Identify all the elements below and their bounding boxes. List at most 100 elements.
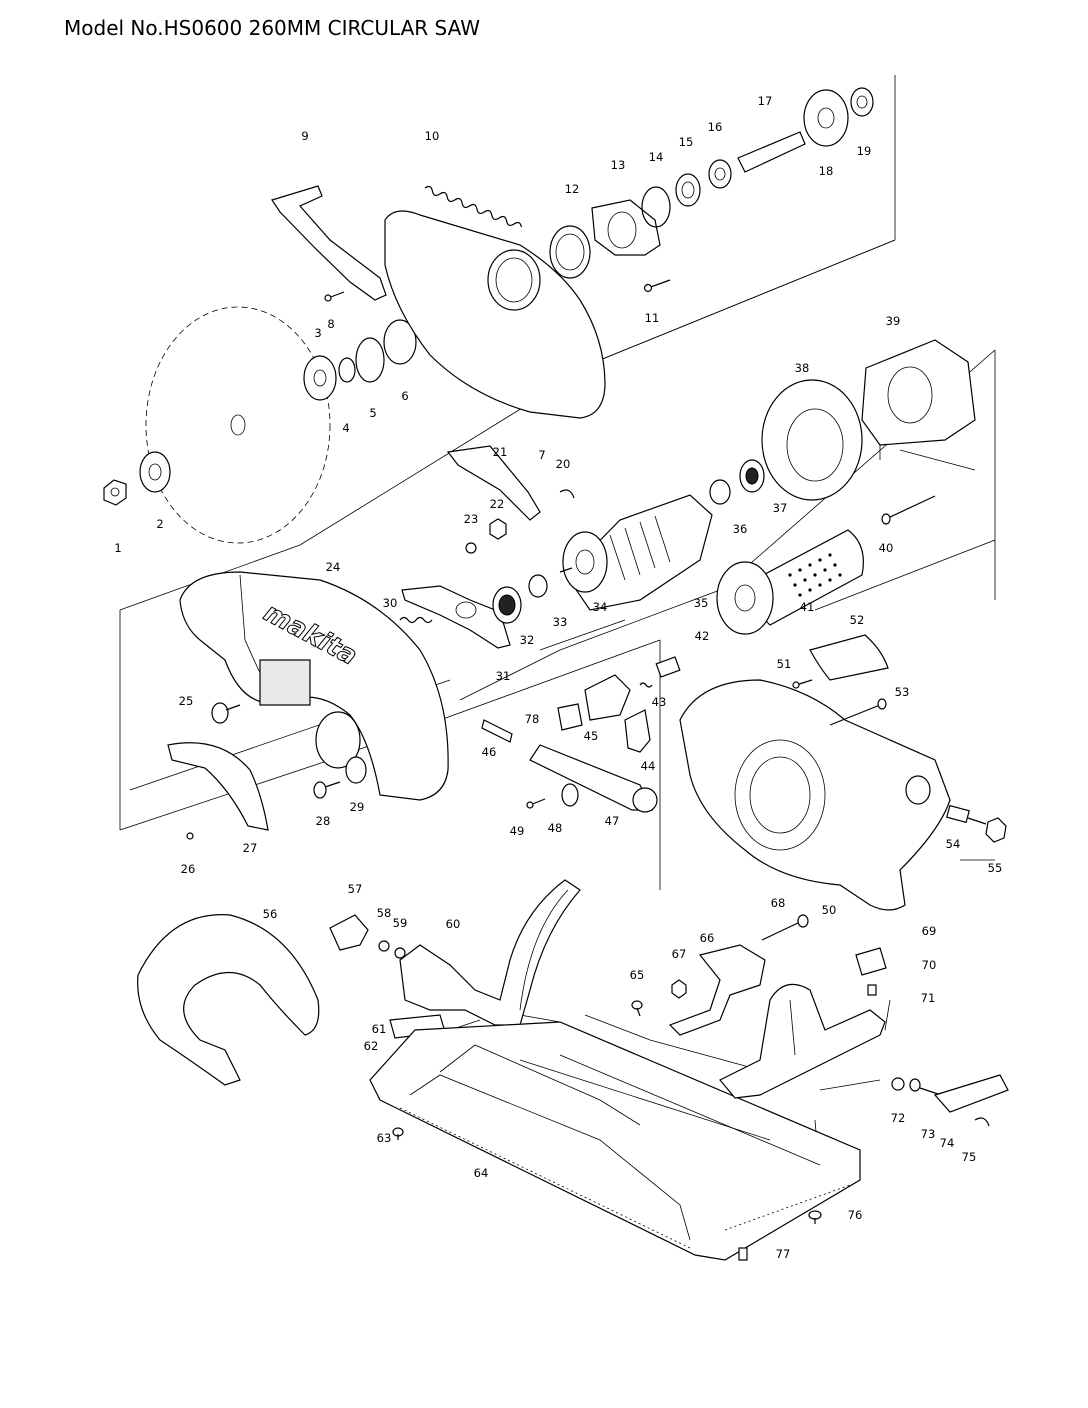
part-label-27: 27 bbox=[243, 841, 258, 855]
part-58-washer bbox=[378, 940, 390, 952]
part-26-screw bbox=[186, 832, 194, 840]
part-label-1: 1 bbox=[114, 541, 121, 555]
part-label-32: 32 bbox=[520, 633, 535, 647]
part-33-washer bbox=[528, 574, 548, 598]
part-label-23: 23 bbox=[464, 512, 479, 526]
part-43-spring bbox=[639, 682, 653, 688]
part-label-49: 49 bbox=[510, 824, 525, 838]
part-71-angle-bracket bbox=[719, 983, 886, 1099]
part-18-gear bbox=[803, 89, 849, 147]
part-70-spring bbox=[867, 984, 877, 996]
part-label-16: 16 bbox=[708, 120, 723, 134]
part-label-26: 26 bbox=[181, 862, 196, 876]
part-label-72: 72 bbox=[891, 1111, 906, 1125]
part-label-48: 48 bbox=[548, 821, 563, 835]
part-13-bearing-box bbox=[591, 199, 661, 256]
part-label-76: 76 bbox=[848, 1208, 863, 1222]
part-10-spring bbox=[424, 185, 523, 228]
part-label-15: 15 bbox=[679, 135, 694, 149]
part-54-brush-holder bbox=[946, 804, 987, 825]
part-23-washer bbox=[465, 542, 477, 554]
part-label-50: 50 bbox=[822, 903, 837, 917]
part-label-2: 2 bbox=[156, 517, 163, 531]
part-label-8: 8 bbox=[327, 317, 334, 331]
part-label-37: 37 bbox=[773, 501, 788, 515]
part-29-collar bbox=[345, 756, 367, 784]
part-label-36: 36 bbox=[733, 522, 748, 536]
part-label-3: 3 bbox=[314, 326, 321, 340]
part-label-56: 56 bbox=[263, 907, 278, 921]
part-label-58: 58 bbox=[377, 906, 392, 920]
part-label-21: 21 bbox=[493, 445, 508, 459]
part-label-64: 64 bbox=[474, 1166, 489, 1180]
part-label-62: 62 bbox=[364, 1039, 379, 1053]
part-label-67: 67 bbox=[672, 947, 687, 961]
part-50-gear-housing bbox=[679, 679, 951, 911]
part-64-base-plate bbox=[369, 1021, 861, 1261]
part-label-39: 39 bbox=[886, 314, 901, 328]
part-label-11: 11 bbox=[645, 311, 660, 325]
part-34-armature bbox=[559, 494, 713, 611]
part-label-78: 78 bbox=[525, 712, 540, 726]
part-78-holder bbox=[557, 703, 583, 731]
part-label-34: 34 bbox=[593, 600, 608, 614]
part-label-77: 77 bbox=[776, 1247, 791, 1261]
part-25-knob bbox=[211, 702, 241, 724]
part-56-rear-guard bbox=[137, 914, 320, 1086]
part-label-68: 68 bbox=[771, 896, 786, 910]
part-21-lock-lever bbox=[446, 445, 541, 521]
part-6b-oring bbox=[383, 319, 417, 365]
part-45-switch bbox=[584, 674, 631, 721]
part-label-69: 69 bbox=[922, 924, 937, 938]
part-19-bearing bbox=[850, 87, 874, 117]
part-60-depth-guide bbox=[399, 879, 581, 1026]
part-66-bracket bbox=[668, 944, 766, 1036]
part-label-66: 66 bbox=[700, 931, 715, 945]
part-8-screw bbox=[324, 291, 345, 302]
part-7-blade-guard bbox=[384, 210, 606, 419]
part-75-clip bbox=[974, 1117, 990, 1127]
part-label-35: 35 bbox=[694, 596, 709, 610]
part-label-57: 57 bbox=[348, 882, 363, 896]
part-label-13: 13 bbox=[611, 158, 626, 172]
part-2-flange bbox=[139, 451, 171, 493]
part-label-20: 20 bbox=[556, 457, 571, 471]
part-label-75: 75 bbox=[962, 1150, 977, 1164]
part-67-nut bbox=[671, 979, 687, 999]
page-title: Model No.HS0600 260MM CIRCULAR SAW bbox=[64, 16, 480, 40]
part-label-61: 61 bbox=[372, 1022, 387, 1036]
part-label-46: 46 bbox=[482, 745, 497, 759]
part-label-19: 19 bbox=[857, 144, 872, 158]
part-14-oring bbox=[641, 186, 671, 228]
part-label-18: 18 bbox=[819, 164, 834, 178]
part-label-24: 24 bbox=[326, 560, 341, 574]
part-68-bolt bbox=[761, 914, 809, 941]
part-22-nut bbox=[489, 518, 507, 540]
part-label-44: 44 bbox=[641, 759, 656, 773]
part-label-12: 12 bbox=[565, 182, 580, 196]
saw-blade-outline bbox=[145, 306, 331, 544]
part-3-inner-flange bbox=[303, 355, 337, 401]
part-label-5: 5 bbox=[369, 406, 376, 420]
part-9-lever bbox=[271, 185, 387, 301]
part-53-screw bbox=[829, 698, 887, 726]
part-label-55: 55 bbox=[988, 861, 1003, 875]
part-label-31: 31 bbox=[496, 669, 511, 683]
part-label-14: 14 bbox=[649, 150, 664, 164]
part-label-63: 63 bbox=[377, 1131, 392, 1145]
part-59-washer bbox=[394, 947, 406, 959]
part-39-field bbox=[861, 339, 976, 446]
part-label-52: 52 bbox=[850, 613, 865, 627]
part-label-71: 71 bbox=[921, 991, 936, 1005]
part-57-wing-bolt bbox=[329, 914, 369, 951]
part-label-38: 38 bbox=[795, 361, 810, 375]
part-label-60: 60 bbox=[446, 917, 461, 931]
part-16-washer bbox=[708, 159, 732, 189]
part-28-screw bbox=[313, 781, 341, 799]
part-11-screw bbox=[643, 279, 671, 293]
part-1-bolt bbox=[103, 479, 127, 506]
part-65-screw bbox=[631, 1000, 643, 1017]
part-label-25: 25 bbox=[179, 694, 194, 708]
part-label-9: 9 bbox=[301, 129, 308, 143]
